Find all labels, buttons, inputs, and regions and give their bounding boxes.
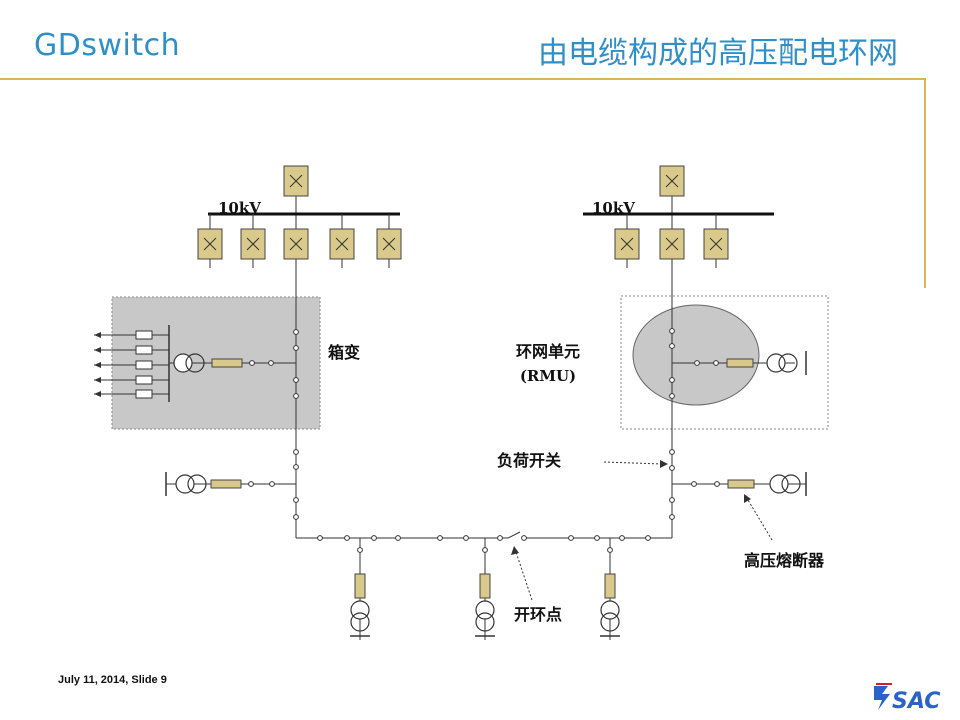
- bottom-ring: [296, 531, 672, 640]
- load-switch-label: 负荷开关: [497, 451, 561, 470]
- drop-fuse-3: [604, 573, 616, 599]
- left-feeder-breaker-2: [240, 228, 266, 260]
- right-feeder: [669, 259, 807, 538]
- left-feeder: [165, 259, 299, 538]
- open-point-pointer: [515, 551, 533, 601]
- right-feeder-breaker-3: [703, 228, 729, 260]
- hv-fuse-pointer: [747, 499, 773, 541]
- left-bus-label: 10kV: [218, 199, 261, 217]
- sac-logo-text: SAC: [892, 689, 940, 714]
- left-feeder-breaker-5: [376, 228, 402, 260]
- rmu-label-line2: (RMU): [520, 367, 576, 385]
- hv-fuse-label: 高压熔断器: [744, 551, 825, 570]
- header-divider: [0, 78, 924, 80]
- right-feeder-breaker-1: [614, 228, 640, 260]
- box-transformer: [94, 296, 321, 430]
- left-feeder-breaker-3: [283, 228, 309, 260]
- drop-fuse-2: [479, 573, 491, 599]
- right-bus-label: 10kV: [592, 199, 635, 217]
- open-point-label: 开环点: [514, 605, 562, 624]
- load-switch-pointer: [603, 461, 663, 465]
- box-fuse: [211, 358, 243, 368]
- ring-main-unit: [620, 295, 829, 430]
- left-feeder-breaker-1: [197, 228, 223, 260]
- box-transformer-label: 箱变: [328, 343, 360, 362]
- right-substation: 10kV: [583, 165, 774, 268]
- open-point-switch: [507, 531, 521, 539]
- slide-title: 由电缆构成的高压配电环网: [538, 36, 898, 71]
- right-incoming-breaker: [659, 165, 685, 197]
- drop-fuse-1: [354, 573, 366, 599]
- left-substation: 10kV: [197, 165, 402, 268]
- left-feeder-breaker-4: [329, 228, 355, 260]
- right-feeder-breaker-2: [659, 228, 685, 260]
- brand-logo-text: GDswitch: [34, 28, 181, 63]
- slide-footer-date: July 11, 2014, Slide 9: [58, 674, 167, 686]
- right-frame-line: [924, 78, 926, 288]
- sac-logo: SAC: [874, 683, 940, 714]
- left-incoming-breaker: [283, 165, 309, 197]
- rmu-label-line1: 环网单元: [516, 342, 580, 361]
